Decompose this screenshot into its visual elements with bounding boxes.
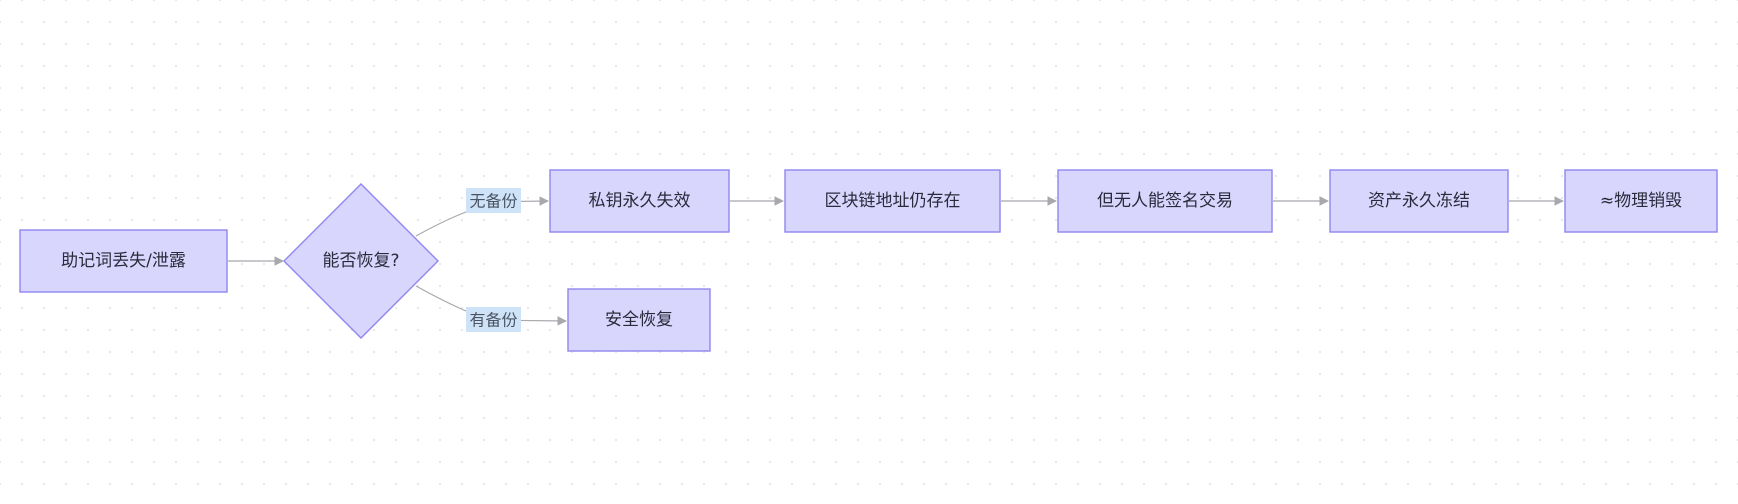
edge-label-no-backup: 无备份	[466, 188, 521, 213]
node-mnemonic-lost-label: 助记词丢失/泄露	[61, 251, 186, 271]
node-can-recover-label: 能否恢复?	[322, 251, 399, 271]
node-no-one-can-sign[interactable]: 但无人能签名交易	[1057, 169, 1273, 233]
node-private-key-invalid[interactable]: 私钥永久失效	[549, 169, 730, 233]
node-no-one-can-sign-label: 但无人能签名交易	[1097, 191, 1233, 211]
node-mnemonic-lost[interactable]: 助记词丢失/泄露	[19, 229, 228, 293]
node-can-recover-decision[interactable]: 能否恢复?	[283, 183, 439, 339]
edge-label-no-backup-text: 无备份	[469, 192, 517, 211]
node-safe-recovery-label: 安全恢复	[605, 310, 673, 330]
edge-label-has-backup: 有备份	[466, 307, 521, 332]
edge-label-has-backup-text: 有备份	[469, 311, 517, 330]
node-assets-frozen[interactable]: 资产永久冻结	[1329, 169, 1509, 233]
node-assets-frozen-label: 资产永久冻结	[1368, 191, 1470, 211]
node-safe-recovery[interactable]: 安全恢复	[567, 288, 711, 352]
node-physically-destroyed[interactable]: ≈物理销毁	[1564, 169, 1718, 233]
node-address-exists[interactable]: 区块链地址仍存在	[784, 169, 1001, 233]
node-physically-destroyed-label: ≈物理销毁	[1600, 191, 1682, 211]
node-address-exists-label: 区块链地址仍存在	[825, 191, 961, 211]
node-private-key-invalid-label: 私钥永久失效	[589, 191, 691, 211]
